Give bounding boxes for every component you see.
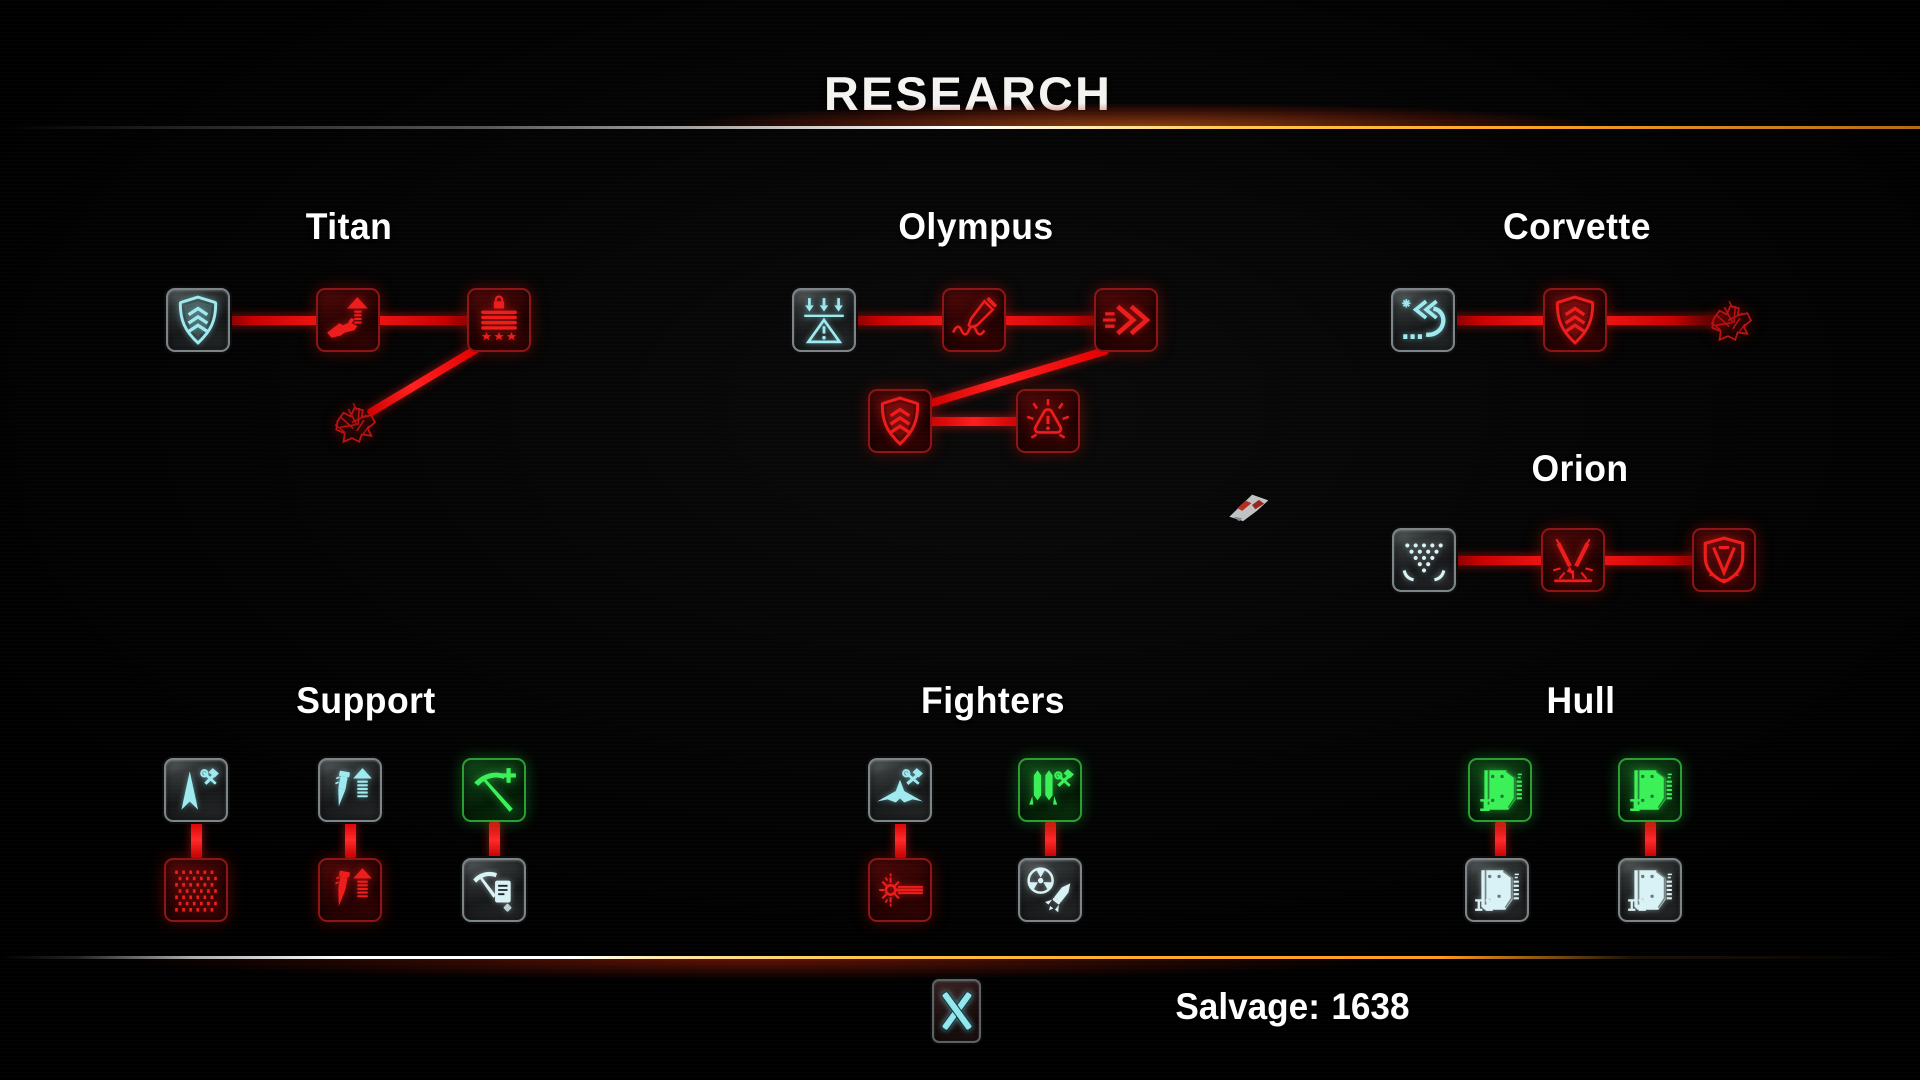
bomber-refit-icon	[875, 765, 925, 815]
veterancy-icon	[474, 295, 524, 345]
wreckage-icon	[323, 391, 381, 449]
drill-upgrade-2-icon	[325, 865, 375, 915]
research-node-fighters-bomber-refit[interactable]	[868, 758, 932, 822]
footer-glow	[100, 959, 1560, 985]
research-node-orion-fortress-shield[interactable]	[1692, 528, 1756, 592]
background-ship	[1229, 494, 1269, 522]
research-node-olympus-engine-speed[interactable]	[1094, 288, 1158, 352]
page-title: RESEARCH	[823, 67, 1113, 120]
research-link-support	[488, 822, 500, 858]
barrage-icon	[1548, 535, 1598, 585]
section-title-support: Support	[296, 680, 436, 721]
research-node-support-drill-upgrade-2[interactable]	[318, 858, 382, 922]
research-link-support	[190, 822, 202, 858]
research-link-fighters	[894, 822, 906, 858]
section-title-fighters: Fighters	[921, 680, 1065, 721]
research-node-hull-hull-plating-2a[interactable]	[1465, 858, 1529, 922]
research-link-titan	[365, 344, 481, 418]
section-title-olympus: Olympus	[898, 206, 1054, 247]
wreckage-icon	[1699, 289, 1757, 347]
research-node-corvette-retreat[interactable]	[1391, 288, 1455, 352]
research-link-hull	[1494, 822, 1506, 858]
research-link-hull	[1644, 822, 1656, 858]
research-node-support-drill-upgrade[interactable]	[318, 758, 382, 822]
shield-icon	[173, 295, 223, 345]
research-link-support	[344, 822, 356, 858]
section-title-orion: Orion	[1531, 448, 1629, 489]
research-node-olympus-shield[interactable]	[868, 389, 932, 453]
mining-permit-icon	[469, 865, 519, 915]
research-node-corvette-wreckage[interactable]	[1699, 289, 1757, 347]
research-node-support-mining-permit[interactable]	[462, 858, 526, 922]
section-title-corvette: Corvette	[1503, 206, 1651, 247]
ship-refit-icon	[171, 765, 221, 815]
research-node-hull-hull-plating-1a[interactable]	[1468, 758, 1532, 822]
research-node-hull-hull-plating-1b[interactable]	[1618, 758, 1682, 822]
salvage-label: Salvage:	[1175, 986, 1321, 1027]
hull-plating-1a-icon	[1475, 765, 1525, 815]
alarm-icon	[1023, 396, 1073, 446]
research-node-fighters-missile-refit[interactable]	[1018, 758, 1082, 822]
salvage-counter: Salvage: 1638	[1176, 986, 1410, 1028]
footer-separator	[0, 956, 1920, 959]
close-button[interactable]	[932, 979, 981, 1043]
research-node-olympus-repair[interactable]	[942, 288, 1006, 352]
shield-icon	[1550, 295, 1600, 345]
intercept-icon	[799, 295, 849, 345]
research-link-olympus	[900, 416, 1048, 426]
fortress-shield-icon	[1699, 535, 1749, 585]
header-separator	[0, 126, 1920, 129]
research-node-fighters-laser[interactable]	[868, 858, 932, 922]
research-link-fighters	[1044, 822, 1056, 858]
research-node-fighters-nuclear-missile[interactable]	[1018, 858, 1082, 922]
research-node-orion-barrage[interactable]	[1541, 528, 1605, 592]
mining-boost-icon	[469, 765, 519, 815]
missile-refit-icon	[1025, 765, 1075, 815]
drill-upgrade-icon	[325, 765, 375, 815]
hull-plating-2b-icon	[1625, 865, 1675, 915]
hull-plating-1b-icon	[1625, 765, 1675, 815]
retreat-icon	[1398, 295, 1448, 345]
research-node-titan-shield[interactable]	[166, 288, 230, 352]
hull-plating-2a-icon	[1472, 865, 1522, 915]
shield-icon	[875, 396, 925, 446]
research-node-hull-hull-plating-2b[interactable]	[1618, 858, 1682, 922]
armor-mesh-icon	[171, 865, 221, 915]
research-node-orion-flak[interactable]	[1392, 528, 1456, 592]
laser-icon	[875, 865, 925, 915]
research-node-titan-veterancy[interactable]	[467, 288, 531, 352]
flak-icon	[1399, 535, 1449, 585]
header-glow	[620, 96, 1620, 127]
research-node-olympus-alarm[interactable]	[1016, 389, 1080, 453]
research-node-titan-wreckage[interactable]	[323, 391, 381, 449]
section-title-hull: Hull	[1546, 680, 1616, 721]
research-node-corvette-shield[interactable]	[1543, 288, 1607, 352]
research-node-titan-weapon-upgrade[interactable]	[316, 288, 380, 352]
weapon-upgrade-icon	[323, 295, 373, 345]
section-title-titan: Titan	[305, 206, 393, 247]
research-node-olympus-intercept[interactable]	[792, 288, 856, 352]
nuclear-missile-icon	[1025, 865, 1075, 915]
salvage-value: 1638	[1331, 986, 1410, 1027]
engine-speed-icon	[1101, 295, 1151, 345]
research-node-support-ship-refit[interactable]	[164, 758, 228, 822]
research-node-support-armor-mesh[interactable]	[164, 858, 228, 922]
close-icon	[938, 985, 976, 1037]
repair-icon	[949, 295, 999, 345]
research-node-support-mining-boost[interactable]	[462, 758, 526, 822]
